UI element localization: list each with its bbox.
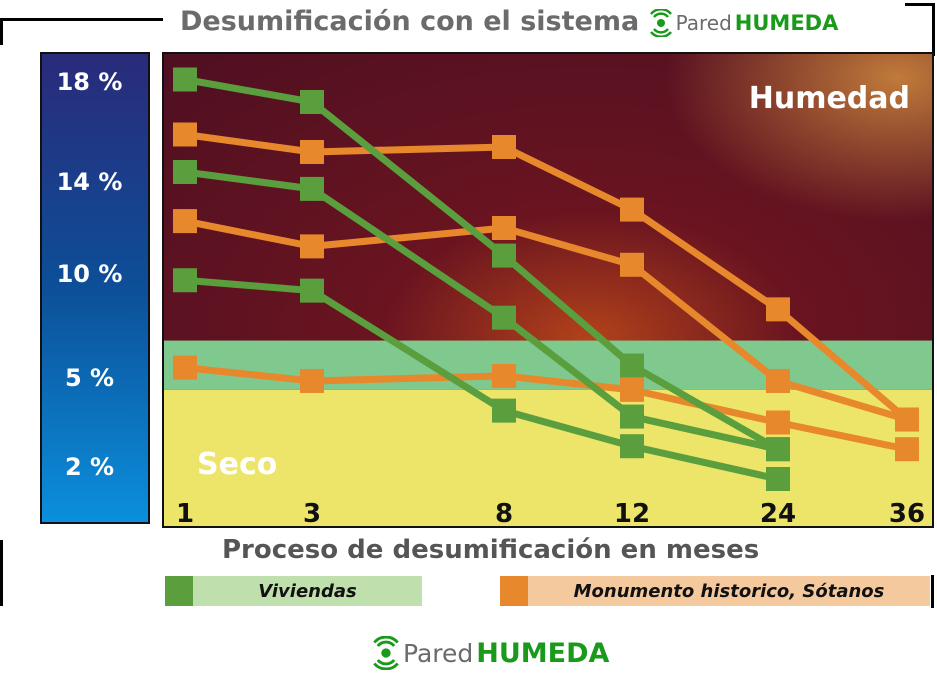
data-point (173, 355, 197, 380)
data-point (766, 410, 790, 435)
data-point (895, 407, 919, 432)
brand-pared: Pared (403, 638, 474, 668)
plot-svg: Humedad Seco 1 3 8 12 24 36 (164, 54, 932, 528)
data-point (173, 67, 197, 92)
brand-pared: Pared (675, 10, 732, 35)
legend-label: Viviendas (258, 580, 357, 602)
corner-bracket (931, 575, 934, 608)
footer-logo: Pared HUMEDA (372, 636, 609, 670)
x-tick-label: 12 (614, 499, 650, 528)
x-tick-label: 3 (303, 499, 321, 528)
data-point (895, 437, 919, 462)
signal-icon (649, 8, 672, 37)
data-point (766, 368, 790, 393)
corner-bracket (0, 540, 3, 606)
y-tick-label: 18 % (56, 68, 123, 96)
data-point (300, 90, 324, 114)
x-tick-label: 1 (176, 499, 194, 528)
data-point (492, 135, 516, 159)
legend-label: Monumento historico, Sótanos (573, 580, 885, 602)
y-tick-label: 2 % (64, 453, 115, 481)
y-tick-label: 14 % (56, 168, 123, 196)
legend-swatch-green (165, 576, 193, 606)
x-tick-label: 24 (760, 499, 796, 528)
brand-humeda: HUMEDA (734, 10, 839, 35)
data-point (173, 160, 197, 184)
chart-title: Desumificación con el sistema Pared HUME… (180, 6, 838, 37)
data-point (492, 216, 516, 240)
data-point (492, 305, 516, 330)
y-tick-label: 5 % (64, 364, 115, 392)
data-point (766, 437, 790, 462)
data-point (173, 122, 197, 147)
dry-band (164, 389, 932, 526)
chart-plot: Humedad Seco 1 3 8 12 24 36 (162, 52, 934, 528)
y-axis-panel: 18 % 14 % 10 % 5 % 2 % (40, 52, 150, 524)
signal-icon (373, 636, 399, 670)
x-axis-label: Proceso de desumificación en meses (222, 535, 760, 565)
data-point (300, 176, 324, 201)
data-point (492, 398, 516, 423)
data-point (300, 140, 324, 164)
data-point (620, 434, 644, 459)
legend-item-monumento: Monumento historico, Sótanos (500, 576, 930, 606)
data-point (492, 243, 516, 268)
series-line-4 (184, 217, 909, 423)
series-line-5 (184, 364, 908, 453)
data-point (300, 234, 324, 259)
data-point (492, 363, 516, 388)
data-point (620, 353, 644, 378)
data-point (620, 404, 644, 429)
x-tick-label: 36 (889, 499, 925, 528)
corner-bracket (0, 18, 163, 45)
title-text: Desumificación con el sistema (180, 6, 640, 37)
x-tick-label: 8 (495, 499, 513, 528)
series-line-3 (184, 131, 910, 423)
brand-logo: Pared HUMEDA (649, 8, 839, 37)
legend-item-viviendas: Viviendas (165, 576, 422, 606)
data-point (620, 377, 644, 402)
data-point (766, 467, 790, 491)
y-tick-label: 10 % (56, 260, 123, 288)
humid-label: Humedad (749, 81, 910, 116)
corner-bracket (905, 3, 935, 56)
data-point (620, 197, 644, 222)
dry-label: Seco (197, 447, 277, 482)
data-point (173, 209, 197, 234)
brand-humeda: HUMEDA (476, 637, 610, 669)
data-point (300, 278, 324, 303)
data-point (620, 252, 644, 277)
legend-swatch-orange (500, 576, 528, 606)
data-point (300, 368, 324, 393)
data-point (766, 297, 790, 322)
data-point (173, 268, 197, 293)
